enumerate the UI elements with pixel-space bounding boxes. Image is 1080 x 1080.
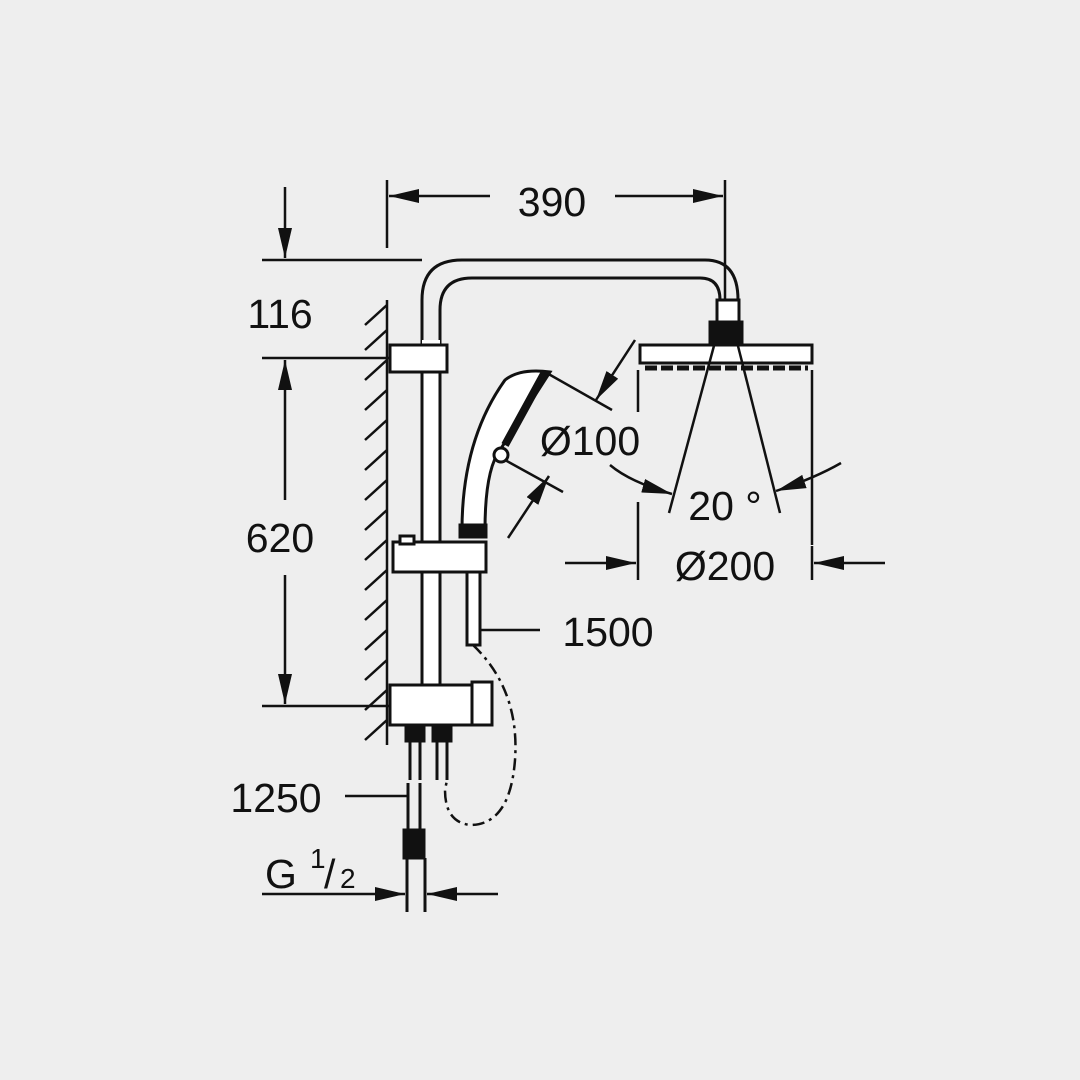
dim-height-620: 620: [246, 515, 314, 561]
svg-text:1: 1: [310, 843, 326, 874]
dim-width-390: 390: [518, 179, 586, 225]
svg-text:2: 2: [340, 863, 356, 894]
hand-shower: [458, 369, 553, 539]
thermostat-bracket: [388, 680, 494, 727]
dim-connection-1250: 1250: [230, 775, 321, 821]
thread-size-label: G 1 / 2: [265, 843, 356, 897]
hose-holder-tube: [465, 570, 482, 647]
head-shower: [638, 298, 814, 371]
svg-text:G: G: [265, 851, 297, 897]
valve-connections: [404, 725, 453, 780]
wall-bracket-top: [388, 343, 449, 374]
dim-hand-shower-diameter: Ø100: [540, 418, 640, 464]
dim-spray-angle: 20 °: [688, 483, 761, 529]
svg-text:/: /: [324, 851, 336, 897]
dim-hose-1500: 1500: [562, 609, 653, 655]
dim-offset-116: 116: [247, 291, 312, 337]
spray-angle-lines: [667, 341, 782, 514]
shower-riser-pipe: [420, 258, 740, 695]
dim-head-shower-diameter: Ø200: [675, 543, 775, 589]
hand-shower-hose: [443, 644, 517, 827]
dimension-lines: [262, 180, 885, 901]
slider-clamp: [391, 534, 488, 574]
wall: [364, 300, 389, 745]
supply-hose: [402, 783, 427, 912]
